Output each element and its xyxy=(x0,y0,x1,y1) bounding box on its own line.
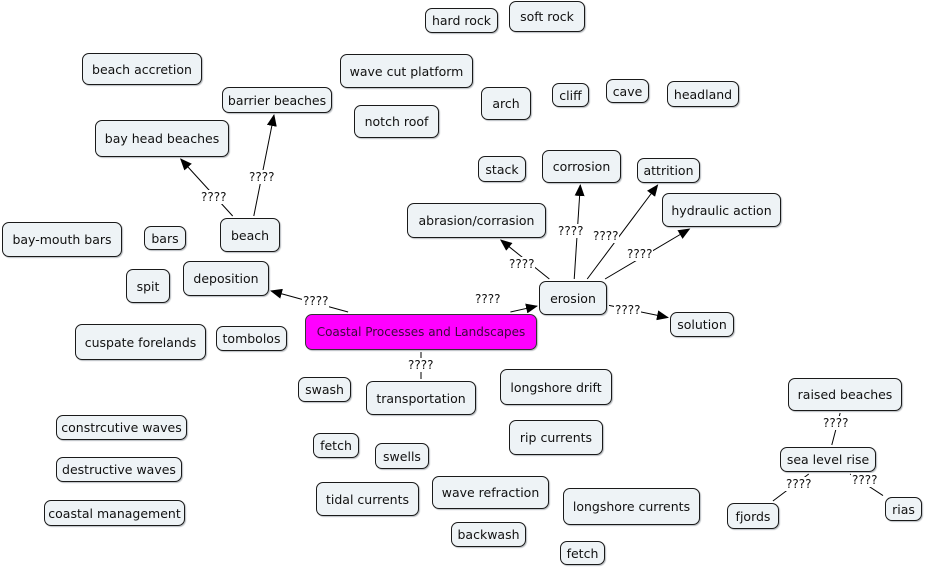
link-label-erosion-abrasion: ???? xyxy=(508,257,536,271)
node-tombolos[interactable]: tombolos xyxy=(216,326,287,351)
node-bay-head-beaches[interactable]: bay head beaches xyxy=(95,120,229,157)
link-label-erosion-attrition: ???? xyxy=(592,229,620,243)
link-label-beach-bay-head: ???? xyxy=(200,190,228,204)
node-deposition[interactable]: deposition xyxy=(183,261,269,296)
node-beach[interactable]: beach xyxy=(220,218,280,252)
link-label-main-erosion: ???? xyxy=(474,292,502,306)
link-erosion-attrition xyxy=(586,184,659,280)
node-arch[interactable]: arch xyxy=(481,87,531,120)
node-raised-beaches[interactable]: raised beaches xyxy=(788,378,902,411)
node-rip-currents[interactable]: rip currents xyxy=(509,420,603,455)
node-fetch-2[interactable]: fetch xyxy=(560,541,605,565)
link-label-erosion-hydraulic: ???? xyxy=(626,247,654,261)
link-beach-bay_head_beaches xyxy=(180,158,234,217)
node-transportation[interactable]: transportation xyxy=(366,381,476,415)
link-label-sealevel-raised: ???? xyxy=(822,416,850,430)
link-label-main-deposition: ???? xyxy=(302,294,330,308)
node-cave[interactable]: cave xyxy=(606,79,649,103)
node-hard-rock[interactable]: hard rock xyxy=(425,8,498,33)
node-destructive-waves[interactable]: destructive waves xyxy=(56,457,182,482)
node-backwash[interactable]: backwash xyxy=(451,522,526,547)
link-label-main-transportation: ???? xyxy=(407,358,435,372)
link-label-sealevel-rias: ???? xyxy=(851,473,879,487)
node-bay-mouth-bars[interactable]: bay-mouth bars xyxy=(2,222,122,257)
node-coastal-management[interactable]: coastal management xyxy=(44,500,185,526)
link-label-erosion-solution: ???? xyxy=(614,303,642,317)
node-longshore-currents[interactable]: longshore currents xyxy=(563,488,700,525)
node-erosion[interactable]: erosion xyxy=(539,281,607,315)
node-wave-refraction[interactable]: wave refraction xyxy=(432,476,549,509)
node-solution[interactable]: solution xyxy=(670,312,734,337)
link-label-beach-barrier: ???? xyxy=(248,170,276,184)
link-main-erosion xyxy=(510,303,538,314)
node-beach-accretion[interactable]: beach accretion xyxy=(82,53,202,85)
node-stack[interactable]: stack xyxy=(478,156,526,182)
node-fetch-1[interactable]: fetch xyxy=(313,433,359,458)
link-beach-barrier_beaches xyxy=(253,114,277,217)
link-label-sealevel-fjords: ???? xyxy=(785,477,813,491)
node-cliff[interactable]: cliff xyxy=(552,83,589,107)
node-longshore-drift[interactable]: longshore drift xyxy=(500,369,612,405)
link-label-erosion-corrosion: ???? xyxy=(557,224,585,238)
node-fjords[interactable]: fjords xyxy=(727,503,779,529)
node-spit[interactable]: spit xyxy=(126,269,170,303)
node-swells[interactable]: swells xyxy=(375,443,429,469)
node-swash[interactable]: swash xyxy=(298,377,351,402)
node-rias[interactable]: rias xyxy=(885,497,922,521)
node-notch-roof[interactable]: notch roof xyxy=(354,105,439,138)
node-hydraulic-action[interactable]: hydraulic action xyxy=(662,193,781,227)
node-headland[interactable]: headland xyxy=(667,81,739,107)
node-main-topic[interactable]: Coastal Processes and Landscapes xyxy=(305,314,537,350)
node-abrasion-corrasion[interactable]: abrasion/corrasion xyxy=(407,203,546,238)
node-bars[interactable]: bars xyxy=(144,226,186,250)
node-corrosion[interactable]: corrosion xyxy=(542,150,621,183)
node-sea-level-rise[interactable]: sea level rise xyxy=(780,447,876,472)
node-tidal-currents[interactable]: tidal currents xyxy=(316,482,419,516)
node-wave-cut-platform[interactable]: wave cut platform xyxy=(340,54,473,88)
node-soft-rock[interactable]: soft rock xyxy=(509,1,585,32)
node-cuspate-forelands[interactable]: cuspate forelands xyxy=(75,324,206,360)
node-constructive-waves[interactable]: constrcutive waves xyxy=(56,415,187,440)
node-attrition[interactable]: attrition xyxy=(637,158,700,183)
node-barrier-beaches[interactable]: barrier beaches xyxy=(222,87,332,113)
